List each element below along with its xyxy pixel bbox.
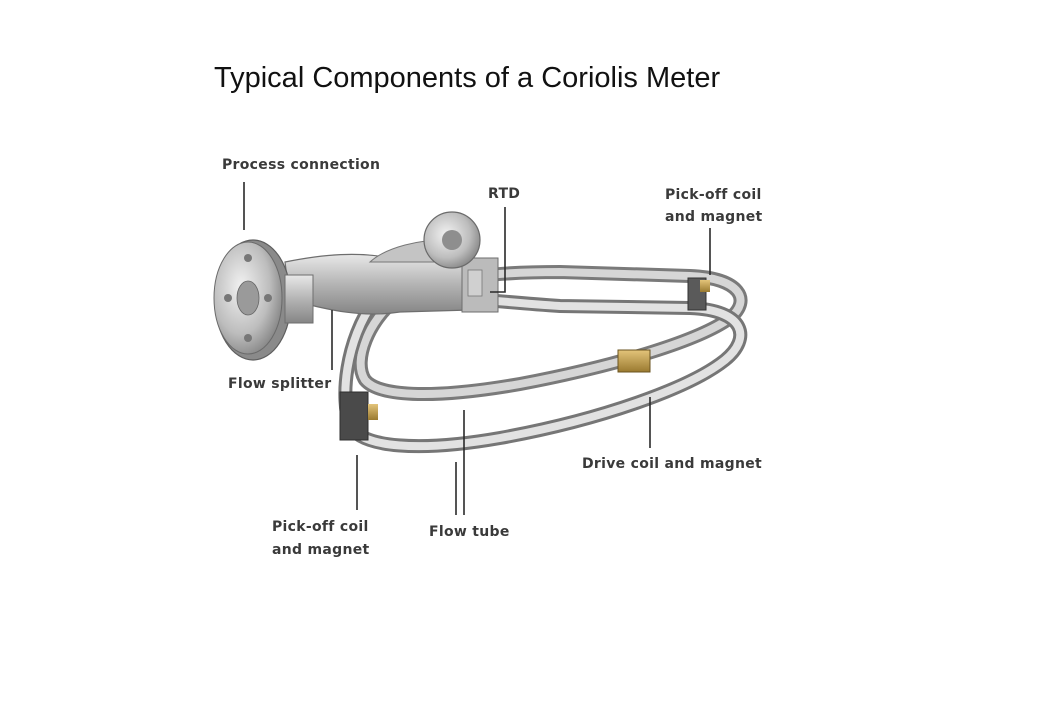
label-process-connection: Process connection bbox=[222, 157, 380, 173]
slide-title: Typical Components of a Coriolis Meter bbox=[214, 62, 721, 94]
rear-flange bbox=[423, 211, 481, 269]
front-flange bbox=[213, 239, 314, 361]
pickoff-bracket-left bbox=[339, 391, 378, 441]
label-pickoff-top-line2: and magnet bbox=[665, 209, 763, 225]
label-drive-coil: Drive coil and magnet bbox=[582, 456, 762, 472]
label-flow-splitter: Flow splitter bbox=[228, 376, 331, 392]
flow-tube-rear bbox=[353, 264, 748, 402]
label-rtd: RTD bbox=[488, 186, 520, 202]
flow-tube-front bbox=[338, 288, 748, 454]
drive-coil bbox=[617, 349, 651, 373]
manifold-body bbox=[284, 239, 499, 315]
label-pickoff-bottom-line2: and magnet bbox=[272, 542, 370, 558]
label-flow-tube: Flow tube bbox=[429, 524, 510, 540]
label-pickoff-top-line1: Pick-off coil bbox=[665, 187, 762, 203]
label-pickoff-bottom-line1: Pick-off coil bbox=[272, 519, 369, 535]
pickoff-bracket-right bbox=[687, 277, 710, 311]
leader-rtd bbox=[490, 207, 506, 293]
